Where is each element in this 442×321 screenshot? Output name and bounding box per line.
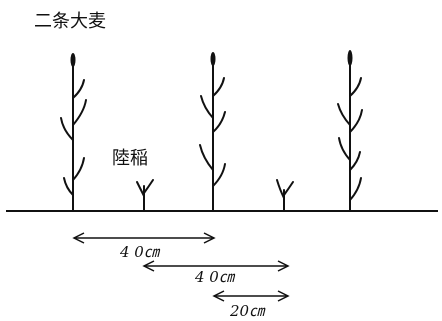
rice-plant-1	[136, 179, 154, 212]
barley-ear	[347, 50, 353, 66]
rice-plant-2	[276, 179, 294, 212]
arrow-1	[72, 232, 216, 244]
barley-plant-3	[337, 50, 363, 212]
barley-ear	[70, 53, 76, 67]
measurement-2: 4 0㎝	[194, 268, 236, 286]
barley-plant-2	[199, 52, 226, 212]
arrow-3	[212, 290, 290, 302]
rice-label: 陸稲	[112, 148, 148, 169]
arrow-2	[142, 260, 290, 272]
measurement-1: 4 0㎝	[119, 243, 161, 261]
measurement-3: 20㎝	[229, 302, 266, 320]
barley-label: 二条大麦	[34, 11, 106, 32]
barley-ear	[210, 52, 216, 66]
barley-plant-1	[60, 53, 87, 212]
